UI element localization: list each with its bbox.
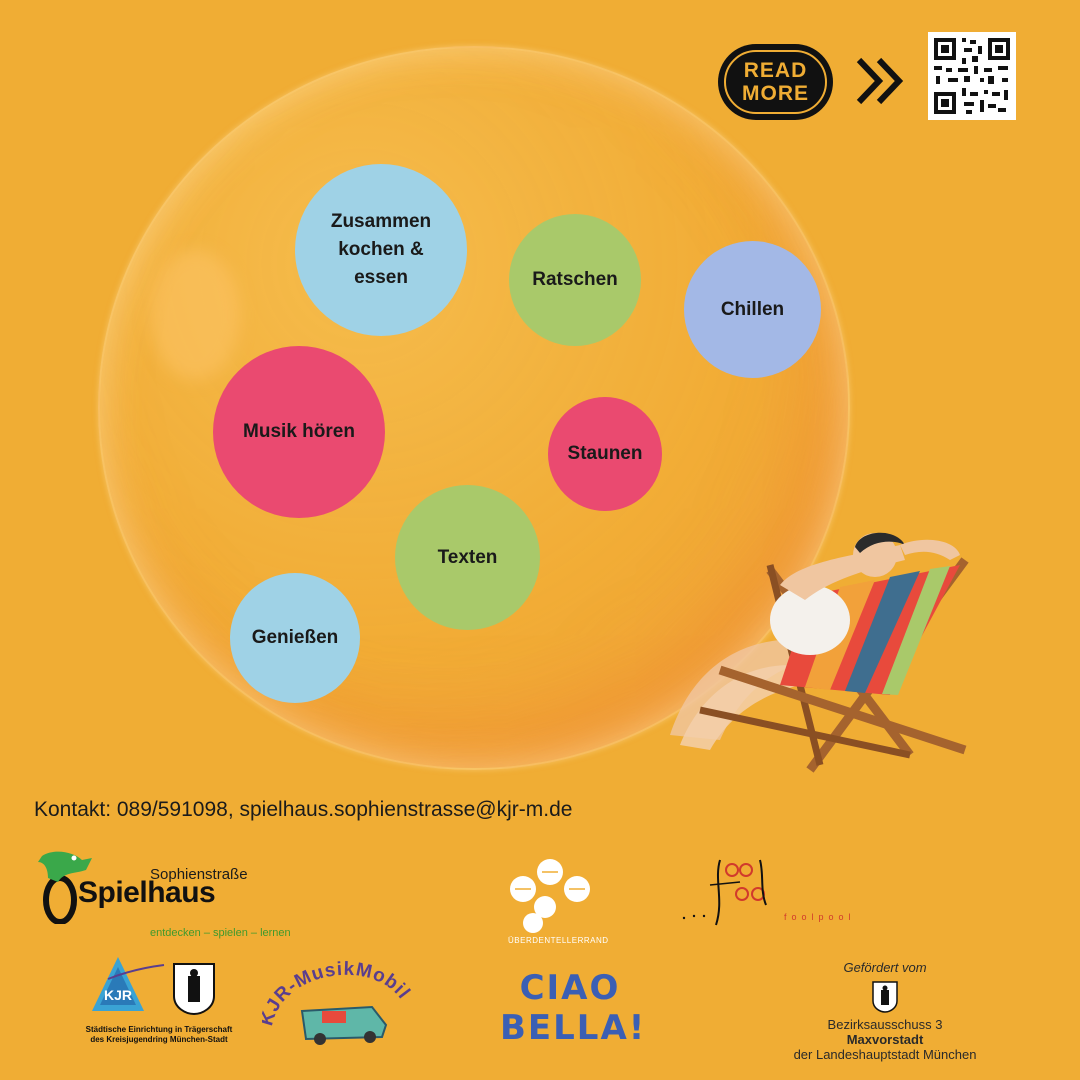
bubble-highlight [150, 250, 240, 380]
activity-label: Texten [437, 546, 498, 568]
double-chevron-right-icon [856, 57, 904, 105]
spielhaus-name: Spielhaus [78, 876, 216, 909]
contact-info[interactable]: Kontakt: 089/591098, spielhaus.sophienst… [34, 798, 573, 821]
funding-line1: Bezirksausschuss 3 [827, 1017, 943, 1032]
kjr-caption-line2: des Kreisjugendring München-Stadt [90, 1035, 228, 1044]
ciao-bella-logo: CIAO BELLA! [500, 968, 644, 1048]
activity-label: Zusammen kochen & essen [330, 211, 432, 288]
kjr-caption: Städtische Einrichtung in Trägerschaft d… [66, 1025, 252, 1045]
funding-block: Gefördert vom Bezirksausschuss 3 Maxvors… [780, 960, 990, 1062]
foolpool-logo-icon [682, 859, 767, 926]
activity-label: Musik hören [243, 421, 355, 442]
activity-bubble: Chillen [684, 241, 821, 378]
spielhaus-tagline: entdecken – spielen – lernen [150, 927, 291, 939]
activity-label: Chillen [720, 298, 785, 320]
activity-label: Genießen [251, 627, 339, 648]
kjr-logo-icon: KJR [92, 957, 165, 1011]
activity-label: Ratschen [532, 269, 618, 290]
spielhaus-dragon-logo-icon [38, 851, 92, 924]
activity-bubble: Staunen [548, 397, 662, 511]
uberdentellerrand-logo-icon [510, 859, 590, 933]
activity-bubble: Musik hören [213, 346, 385, 518]
funding-line3: der Landeshauptstadt München [793, 1047, 977, 1062]
ciao-line1: CIAO [519, 968, 621, 1008]
activity-bubble: Genießen [230, 573, 360, 703]
uberdentellerrand-name: ÜBERDENTELLERRAND [508, 936, 609, 945]
munich-coat-of-arms-icon [173, 963, 215, 1016]
ciao-line2: BELLA! [500, 1008, 647, 1048]
musikmobil-logo-icon: KJR-MusikMobil [262, 959, 413, 1045]
funding-label: Gefördert vom [843, 960, 927, 975]
activity-bubble: Texten [395, 485, 540, 630]
kjr-caption-line1: Städtische Einrichtung in Trägerschaft [85, 1025, 233, 1034]
kjr-abbr: KJR [104, 987, 132, 1003]
qr-code[interactable] [928, 32, 1016, 120]
foolpool-name: foolpool [784, 912, 856, 922]
read-more-line2: MORE [742, 82, 809, 105]
activity-label: Staunen [567, 443, 643, 464]
funding-line2: Maxvorstadt [846, 1032, 924, 1047]
spielhaus-location: Sophienstraße [150, 866, 248, 883]
activity-bubble: Zusammen kochen & essen [295, 164, 467, 336]
activity-bubble: Ratschen [509, 214, 641, 346]
read-more-line1: READ [743, 59, 808, 82]
deck-chair-illustration [670, 532, 969, 773]
munich-coat-of-arms-icon [872, 981, 898, 1013]
